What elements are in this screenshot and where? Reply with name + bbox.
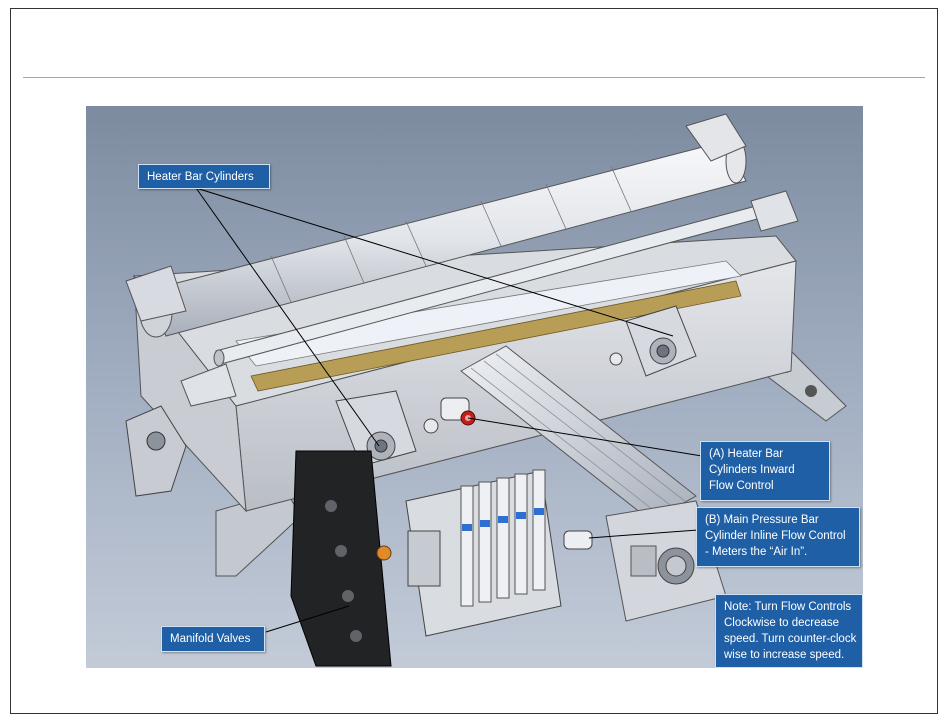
callout-heater-bar-cylinders-label: Heater Bar Cylinders xyxy=(147,169,261,185)
title-divider xyxy=(23,77,925,78)
machine-illustration xyxy=(86,106,863,668)
manifold-valve-bank xyxy=(377,470,561,636)
machine-cad-figure: Heater Bar Cylinders (A) Heater Bar Cyli… xyxy=(86,106,863,668)
callout-heater-bar-cylinders: Heater Bar Cylinders xyxy=(138,164,270,189)
callout-flow-control-a: (A) Heater Bar Cylinders Inward Flow Con… xyxy=(700,441,830,501)
callout-note-line-1: Note: Turn Flow Controls xyxy=(724,599,854,615)
black-mounting-plate xyxy=(291,451,391,666)
callout-note-line-3: speed. Turn counter-clock xyxy=(724,631,854,647)
callout-note-line-4: wise to increase speed. xyxy=(724,647,854,663)
callout-flow-control-b-line-1: (B) Main Pressure Bar xyxy=(705,512,851,528)
callout-flow-control-a-line-2: Cylinders Inward xyxy=(709,462,821,478)
flow-control-valve-b xyxy=(564,531,592,549)
callout-flow-control-b-line-3: - Meters the “Air In”. xyxy=(705,544,851,560)
callout-flow-control-b: (B) Main Pressure Bar Cylinder Inline Fl… xyxy=(696,507,860,567)
callout-manifold-valves: Manifold Valves xyxy=(161,626,265,652)
callout-manifold-valves-label: Manifold Valves xyxy=(170,631,256,647)
slide-frame: Heater Bar Cylinders (A) Heater Bar Cyli… xyxy=(10,8,938,714)
callout-flow-control-a-line-3: Flow Control xyxy=(709,478,821,494)
callout-flow-control-b-line-2: Cylinder Inline Flow Control xyxy=(705,528,851,544)
callout-flow-control-a-line-1: (A) Heater Bar xyxy=(709,446,821,462)
callout-note-line-2: Clockwise to decrease xyxy=(724,615,854,631)
callout-note: Note: Turn Flow Controls Clockwise to de… xyxy=(715,594,863,668)
